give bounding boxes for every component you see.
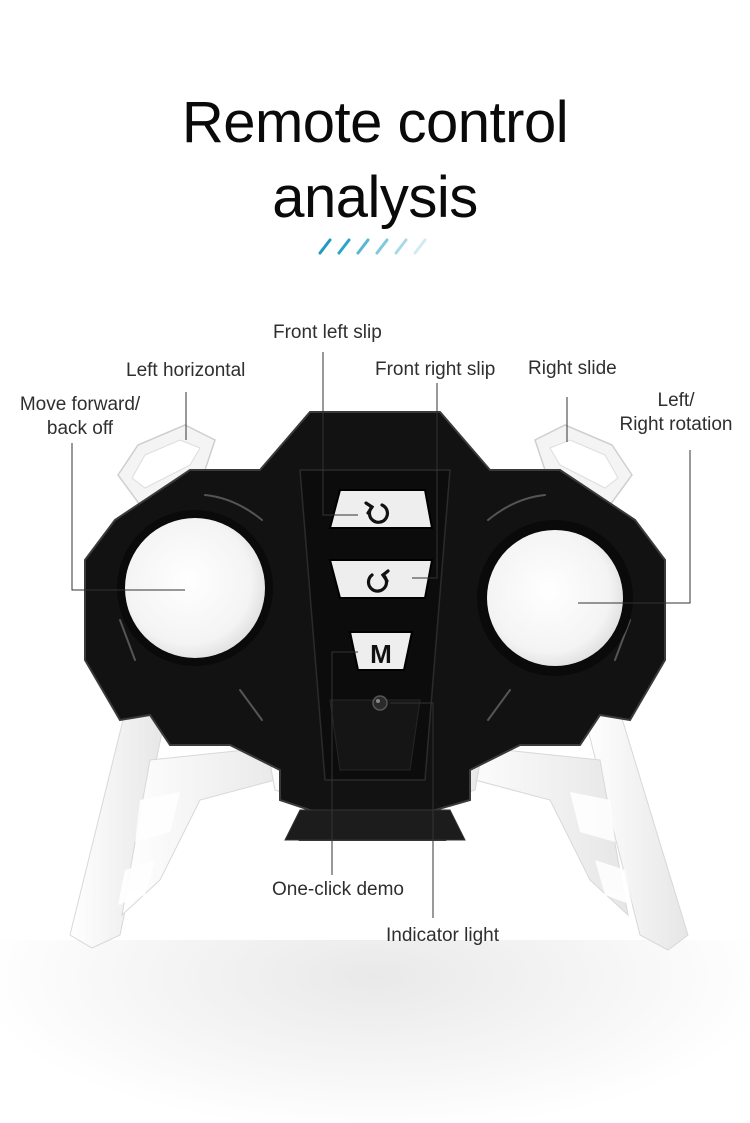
label-move-forward-line-2: back off — [46, 418, 114, 439]
label-rotation-line-1: Left/ — [657, 390, 695, 411]
label-one-click-demo: One-click demo — [272, 879, 404, 900]
label-indicator-light: Indicator light — [386, 925, 500, 946]
floor-shadow — [0, 940, 750, 1123]
page-title-line-2: analysis — [272, 165, 478, 230]
label-move-forward-line-1: Move forward/ — [19, 394, 141, 415]
label-move-forward: Move forward/ back off — [10, 393, 150, 441]
indicator-light — [372, 695, 388, 711]
demo-button — [348, 631, 414, 671]
label-front-left-slip: Front left slip — [273, 322, 382, 343]
label-right-slide: Right slide — [528, 358, 617, 379]
rotate-clockwise-icon — [366, 569, 390, 593]
front-right-slip-button — [328, 559, 434, 599]
label-front-right-slip: Front right slip — [375, 359, 496, 380]
page-title-line-1: Remote control — [181, 90, 569, 155]
rotate-counterclockwise-icon — [364, 501, 390, 524]
label-left-horizontal: Left horizontal — [126, 360, 246, 381]
label-rotation-line-2: Right rotation — [619, 414, 733, 435]
leader-lines — [71, 352, 691, 918]
left-joystick — [125, 518, 265, 658]
mode-letter-icon: M — [370, 639, 392, 669]
decorative-stripes — [318, 238, 427, 255]
label-rotation: Left/ Right rotation — [610, 389, 742, 437]
right-joystick — [487, 530, 623, 666]
